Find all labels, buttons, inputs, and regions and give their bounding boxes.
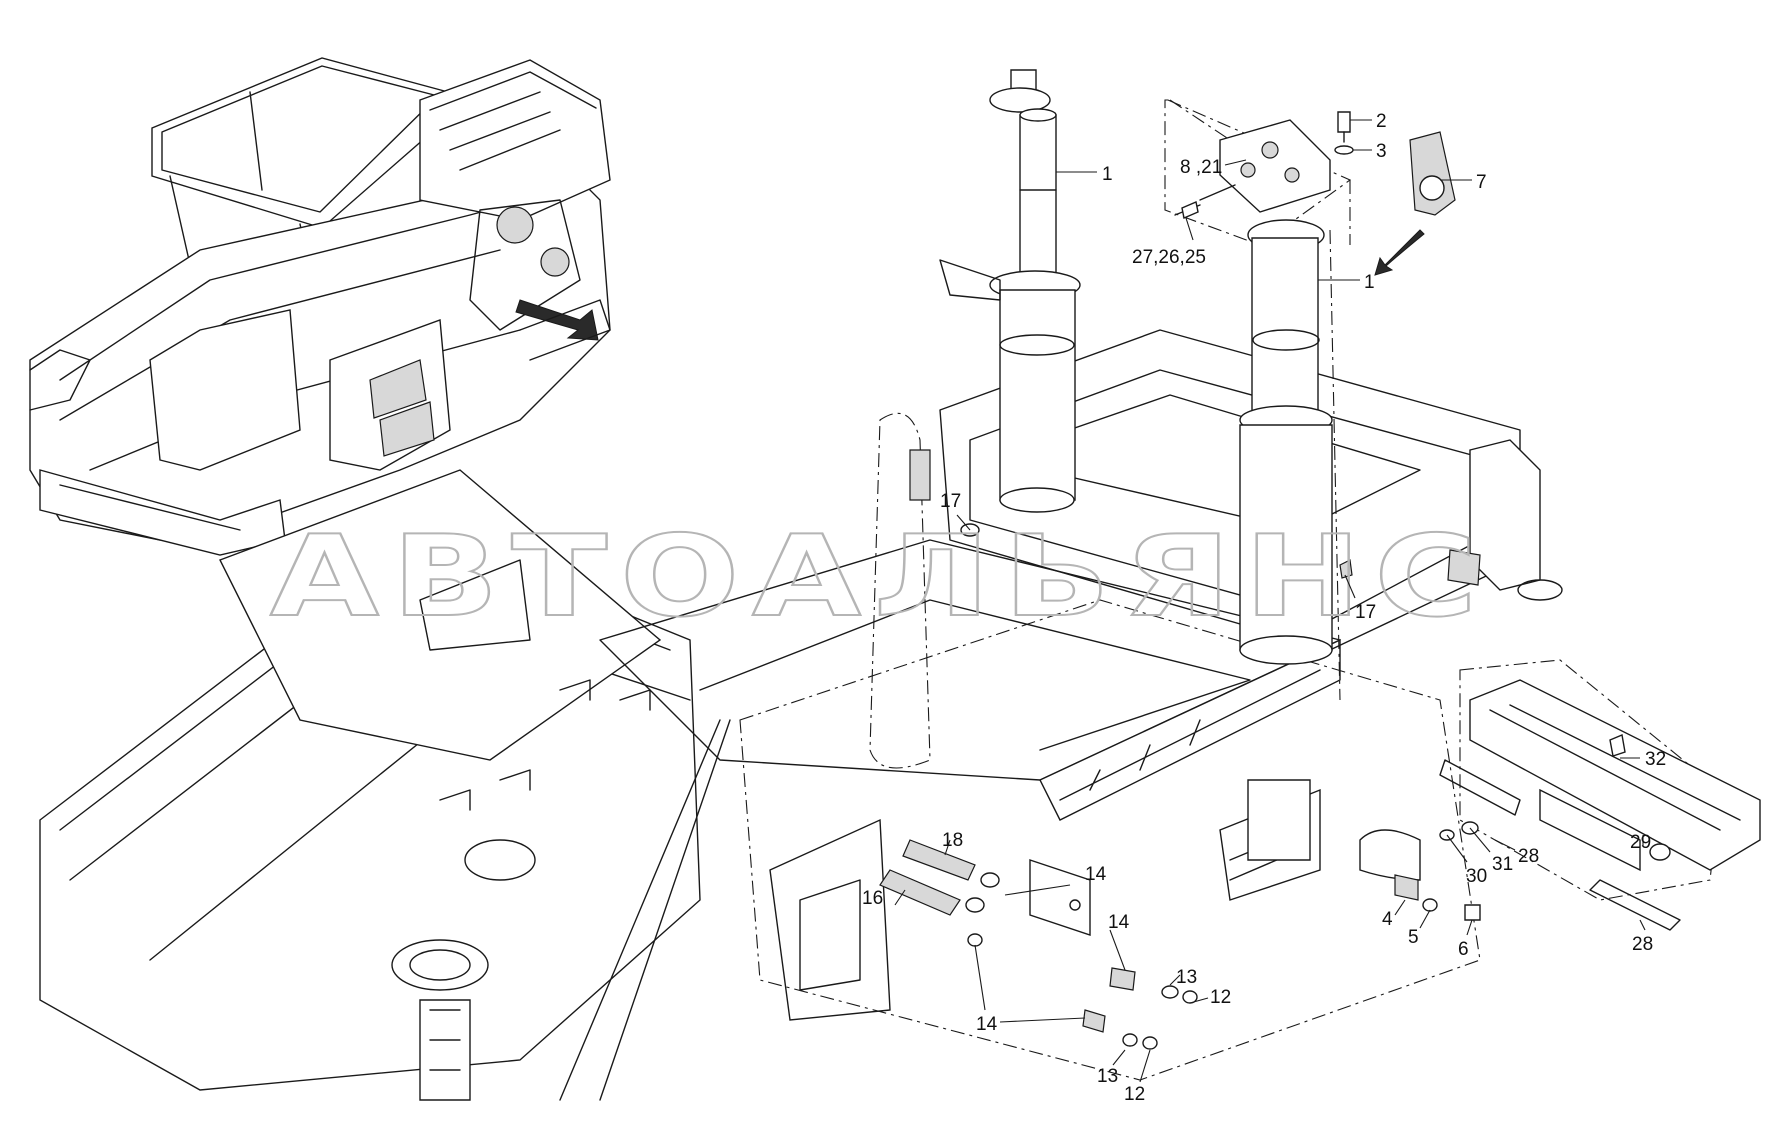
callout-part-30: 30 <box>1466 866 1487 887</box>
callout-part-4: 4 <box>1382 909 1393 930</box>
callout-part-29: 29 <box>1630 832 1651 853</box>
callout-part-17-left: 17 <box>940 491 961 512</box>
callout-part-13-lower: 13 <box>1097 1066 1118 1087</box>
callout-labels: 1 1 2 3 7 8 ,21 27,26,25 17 17 32 28 28 … <box>862 111 1666 1105</box>
callout-part-5: 5 <box>1408 927 1419 948</box>
callout-part-31: 31 <box>1492 854 1513 875</box>
callout-part-28-upper: 28 <box>1518 846 1539 867</box>
hydraulic-cylinder-right <box>1239 219 1333 861</box>
callout-part-12-lower: 12 <box>1124 1084 1145 1105</box>
main-frame <box>39 329 1563 1101</box>
valve-block <box>1174 119 1331 219</box>
callout-part-7: 7 <box>1476 172 1487 193</box>
hydraulic-cylinder-left <box>939 69 1081 513</box>
bolt-and-washer <box>1334 111 1354 155</box>
sensor-assembly <box>1374 131 1456 276</box>
callout-part-27-26-25: 27,26,25 <box>1132 247 1206 268</box>
callout-part-14-c: 14 <box>976 1014 998 1035</box>
callout-part-1-right: 1 <box>1364 272 1375 293</box>
callout-part-14-b: 14 <box>1108 912 1130 933</box>
callout-part-6: 6 <box>1458 939 1469 960</box>
callout-part-13-upper: 13 <box>1176 967 1197 988</box>
machine-overview-inset <box>29 57 611 556</box>
callout-part-17-right: 17 <box>1355 602 1376 623</box>
callout-part-3: 3 <box>1376 141 1387 162</box>
hose-assemblies <box>879 449 1481 916</box>
callout-part-12-upper: 12 <box>1210 987 1231 1008</box>
leader-lines <box>894 119 1646 1083</box>
callout-part-18: 18 <box>942 830 963 851</box>
fittings <box>967 859 1198 1050</box>
side-tray <box>1439 679 1761 931</box>
callout-part-2: 2 <box>1376 111 1387 132</box>
callout-part-28-lower: 28 <box>1632 934 1653 955</box>
callout-part-32: 32 <box>1645 749 1666 770</box>
callout-part-14-a: 14 <box>1085 864 1107 885</box>
callout-part-1-left: 1 <box>1102 164 1113 185</box>
watermark-text: АВТОАЛЬЯНС <box>270 512 1490 642</box>
callout-part-8-21: 8 ,21 <box>1180 157 1222 178</box>
pin-and-washers <box>1359 821 1481 921</box>
callout-part-16: 16 <box>862 888 883 909</box>
